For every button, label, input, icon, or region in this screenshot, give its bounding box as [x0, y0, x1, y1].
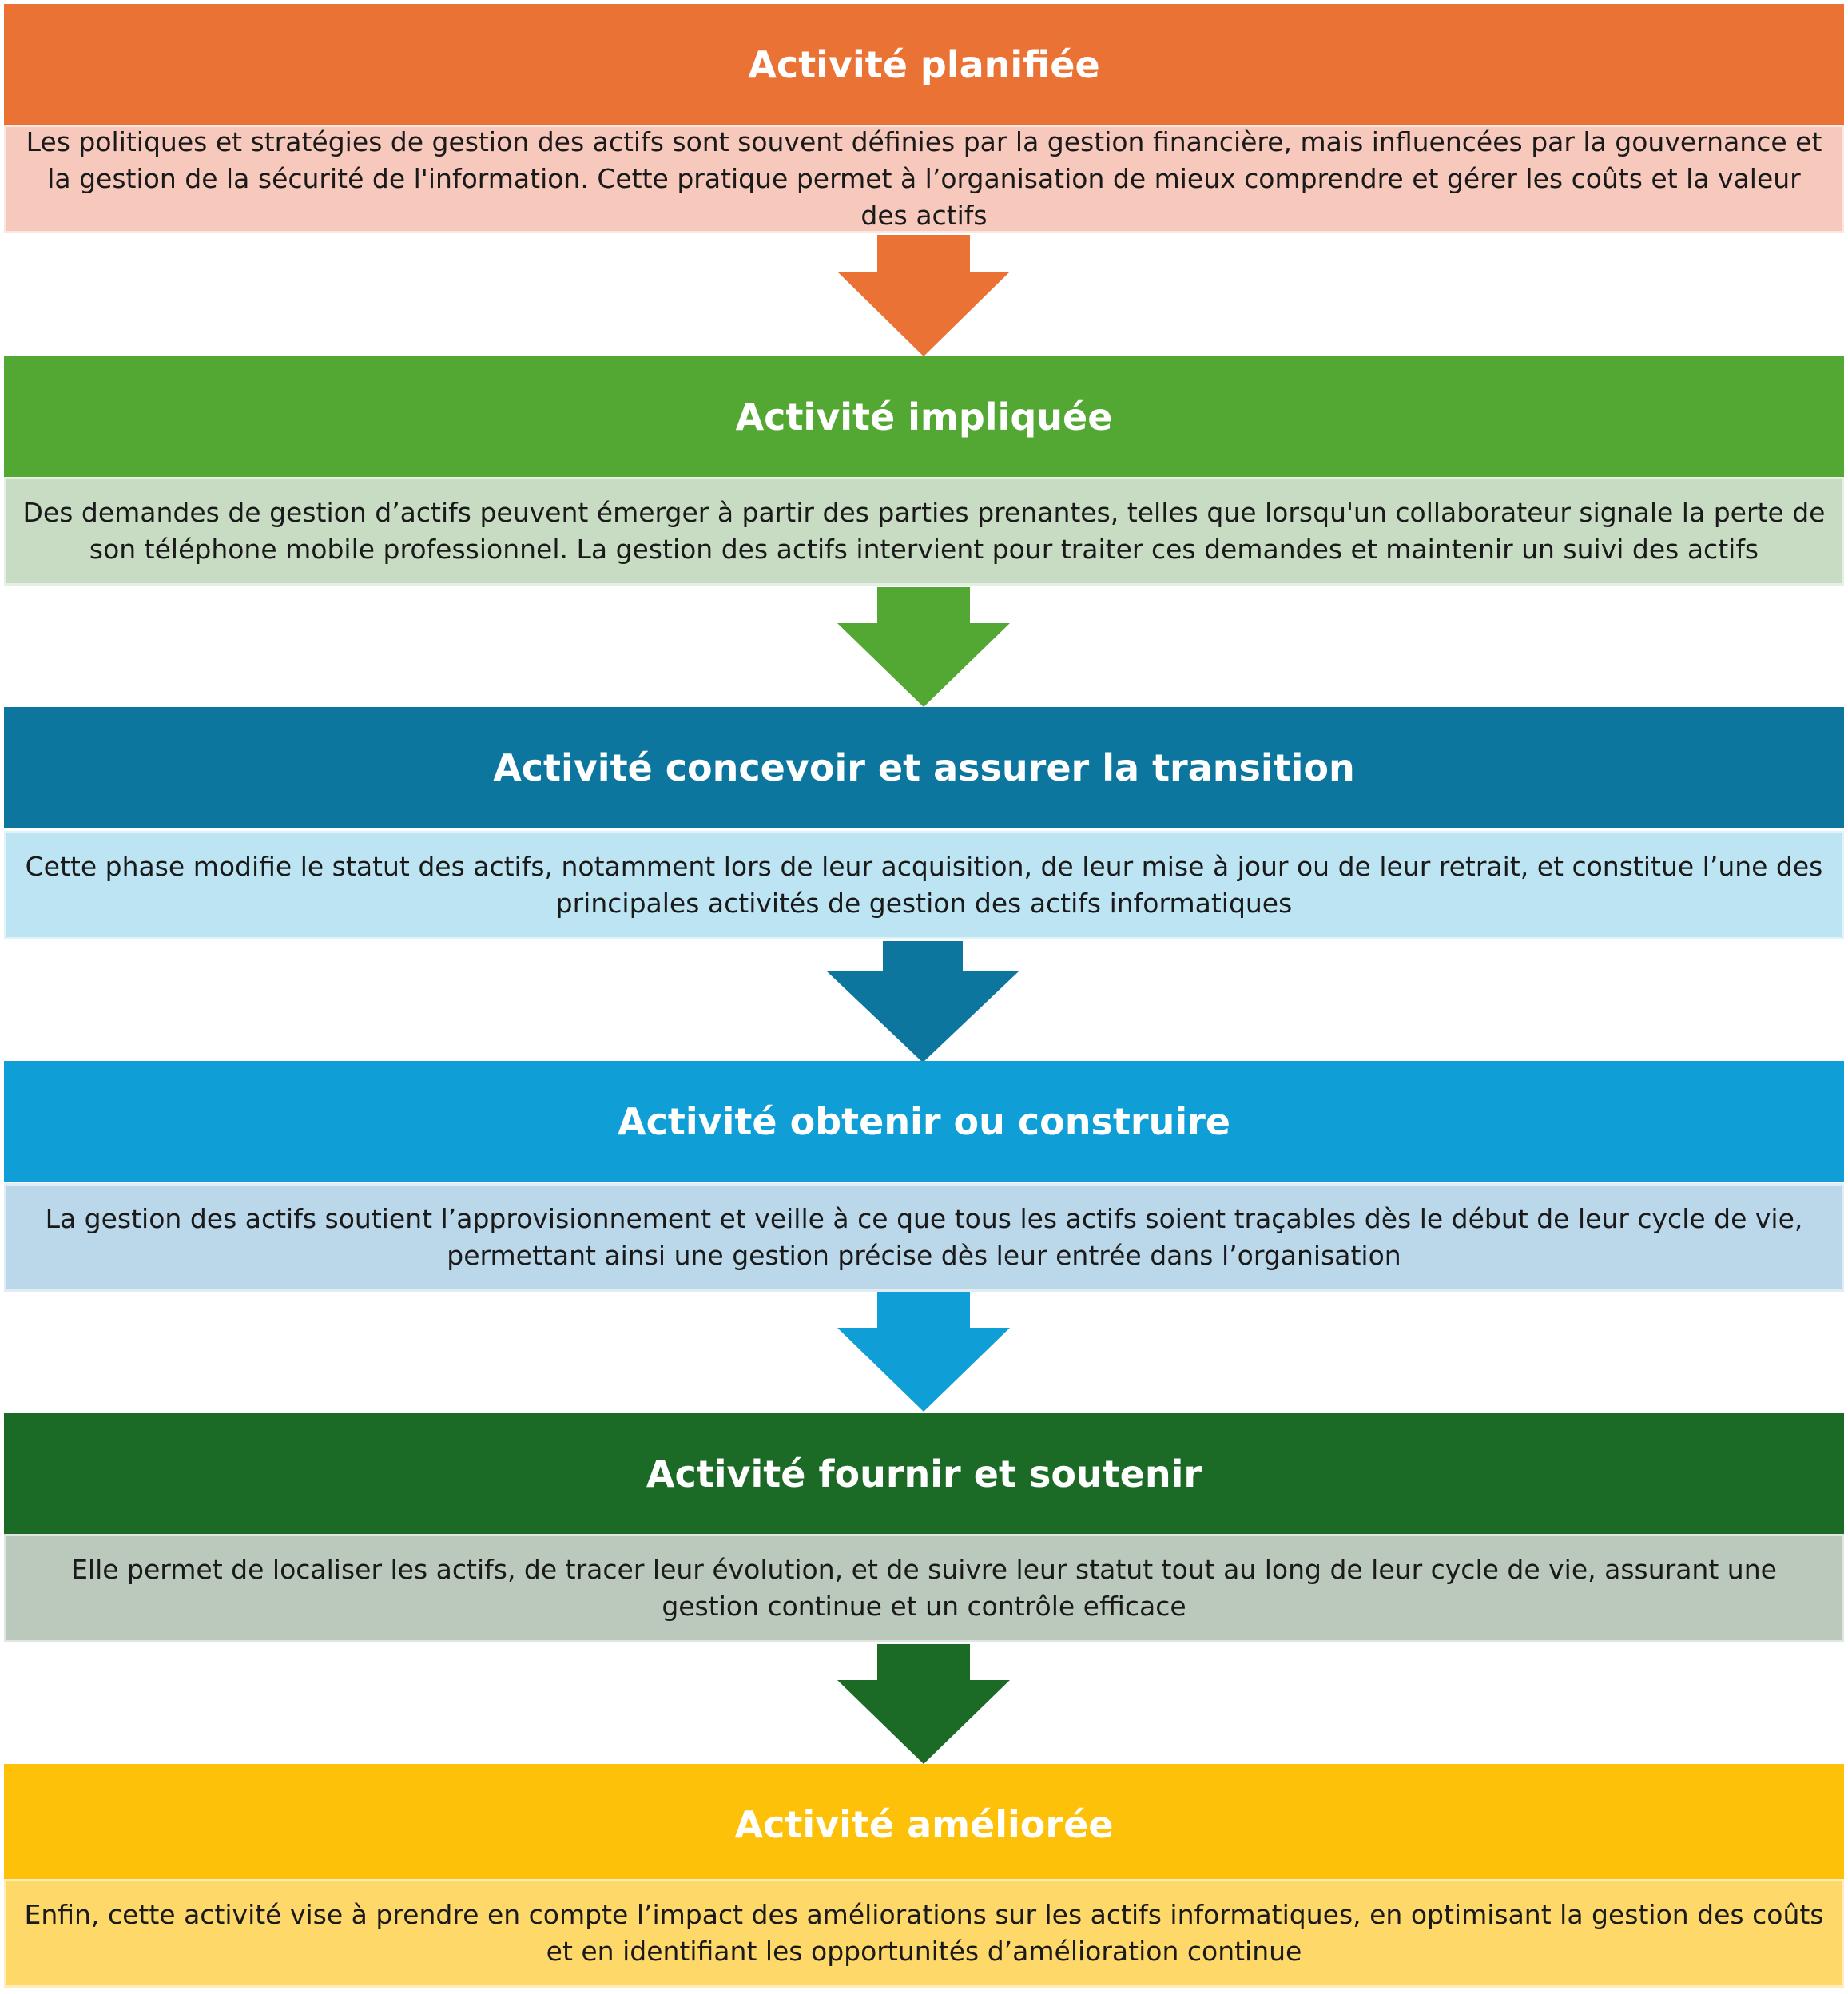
arrow-down-icon	[837, 235, 1010, 356]
step-1-header: Activité planifiée	[4, 4, 1844, 125]
step-4-description-box: La gestion des actifs soutient l’approvi…	[4, 1183, 1844, 1292]
step-3-header: Activité concevoir et assurer la transit…	[4, 707, 1844, 828]
step-2-title: Activité impliquée	[735, 395, 1113, 439]
arrow-3-shape	[827, 941, 1019, 1063]
arrow-1-shape	[837, 235, 1010, 356]
step-5-description-box: Elle permet de localiser les actifs, de …	[4, 1534, 1844, 1642]
step-6-title: Activité améliorée	[734, 1803, 1114, 1846]
step-2-description-box: Des demandes de gestion d’actifs peuvent…	[4, 477, 1844, 586]
arrow-5-shape	[837, 1644, 1010, 1764]
step-6-description: Enfin, cette activité vise à prendre en …	[24, 1899, 1824, 1967]
step-3-title: Activité concevoir et assurer la transit…	[493, 746, 1355, 789]
arrow-down-icon	[837, 1292, 1010, 1412]
step-1-description: Les politiques et stratégies de gestion …	[26, 126, 1822, 231]
step-3-description: Cette phase modifie le statut des actifs…	[25, 851, 1823, 919]
step-3-description-box: Cette phase modifie le statut des actifs…	[4, 831, 1844, 939]
step-6-description-box: Enfin, cette activité vise à prendre en …	[4, 1879, 1844, 1988]
step-1-description-box: Les politiques et stratégies de gestion …	[4, 125, 1844, 233]
step-1-title: Activité planifiée	[748, 43, 1100, 86]
arrow-down-icon	[827, 941, 1019, 1063]
step-4-description: La gestion des actifs soutient l’approvi…	[45, 1203, 1803, 1271]
arrow-down-icon	[837, 1644, 1010, 1764]
step-5-title: Activité fournir et soutenir	[646, 1452, 1202, 1496]
arrow-4-shape	[837, 1292, 1010, 1412]
step-2-header: Activité impliquée	[4, 356, 1844, 478]
step-4-title: Activité obtenir ou construire	[618, 1100, 1230, 1143]
arrow-2-shape	[837, 587, 1010, 707]
step-5-description: Elle permet de localiser les actifs, de …	[71, 1554, 1777, 1622]
step-4-header: Activité obtenir ou construire	[4, 1061, 1844, 1182]
step-6-header: Activité améliorée	[4, 1764, 1844, 1885]
step-2-description: Des demandes de gestion d’actifs peuvent…	[22, 497, 1826, 565]
step-5-header: Activité fournir et soutenir	[4, 1413, 1844, 1535]
arrow-down-icon	[837, 587, 1010, 707]
